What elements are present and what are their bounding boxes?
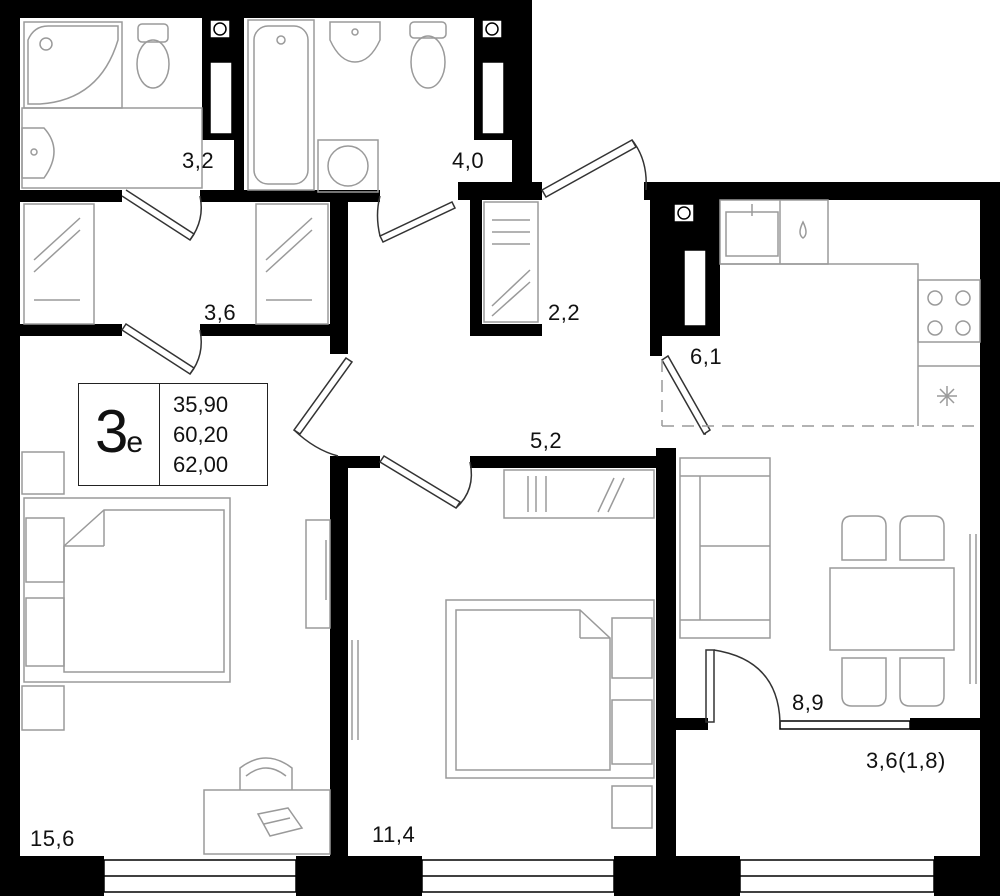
sink-icon — [21, 127, 55, 179]
toilet-icon — [136, 23, 170, 89]
dresser-icon — [305, 519, 331, 629]
wall-balcony-right — [910, 718, 980, 730]
wall-balcony-left — [676, 718, 708, 730]
wall-bedroom-mid-left — [330, 456, 348, 896]
wall-wardrobe-bottom-left — [0, 324, 122, 336]
wall-kitchen-right — [980, 182, 1000, 896]
room-area-bedroom-left: 15,6 — [30, 826, 75, 851]
wall-kitchen-top — [644, 182, 1000, 200]
wardrobe-mid-icon — [503, 469, 655, 519]
wall-kitchen-left — [650, 182, 662, 356]
desk-icon — [203, 757, 331, 855]
wall-left-outer — [0, 0, 20, 896]
bath-toilet-icon — [409, 21, 447, 89]
wall-bottom-3 — [614, 856, 740, 896]
kitchen-sink-icon — [719, 199, 829, 265]
wardrobe-icon — [23, 203, 329, 325]
room-area-living: 8,9 — [792, 690, 825, 715]
apartment-info-box: 3е 35,90 60,20 62,00 — [78, 383, 268, 486]
wall-closet-bottom — [470, 324, 542, 336]
stove-icon — [917, 279, 981, 343]
bed-left-icon — [21, 451, 231, 731]
sofa-icon — [679, 457, 771, 639]
wall-wardrobe-bottom-right — [200, 324, 348, 336]
room-area-bedroom-middle: 11,4 — [372, 822, 416, 847]
wall-bottom-2 — [296, 856, 422, 896]
wall-bath-bottom-left — [0, 190, 122, 202]
wall-right-bath — [512, 0, 532, 190]
wall-bedroom-mid-right — [656, 448, 676, 896]
closet-shelves-icon — [483, 201, 539, 323]
apartment-code-number: 3 — [94, 398, 128, 465]
room-area-wc: 3,2 — [182, 148, 215, 173]
room-area-kitchen: 6,1 — [690, 344, 723, 369]
apartment-code-letter: е — [126, 426, 144, 459]
mirror-icon — [351, 640, 359, 740]
windows — [103, 720, 935, 893]
wall-bottom-1 — [0, 856, 104, 896]
balcony-door — [779, 720, 911, 730]
apartment-code: 3е — [79, 402, 159, 462]
bath-sink-icon — [329, 21, 381, 63]
area-total-with-balcony: 62,00 — [173, 452, 229, 477]
room-area-balcony: 3,6(1,8) — [866, 748, 946, 773]
wall-bottom-4 — [934, 856, 1000, 896]
washing-machine-icon — [317, 139, 379, 193]
bed-middle-icon — [445, 599, 655, 829]
apartment-areas: 35,90 60,20 62,00 — [173, 390, 228, 480]
area-living: 35,90 — [173, 392, 229, 417]
shower-icon — [23, 21, 123, 109]
room-area-closet: 2,2 — [548, 300, 581, 325]
furniture — [21, 19, 981, 855]
room-area-bathroom: 4,0 — [452, 148, 485, 173]
bathtub-icon — [247, 19, 315, 191]
wall-wardrobe-right — [330, 190, 348, 354]
kitchen-counter — [720, 263, 919, 426]
room-area-hall: 5,2 — [530, 428, 563, 453]
shaft-details — [209, 19, 707, 327]
wall-top-bath — [0, 0, 532, 18]
fan-icon — [937, 386, 957, 406]
doors — [120, 138, 781, 723]
wall-hall-bottom-left — [348, 456, 380, 468]
room-area-wardrobe: 3,6 — [204, 300, 237, 325]
dining-table-icon — [829, 515, 977, 707]
wall-closet-left — [470, 192, 482, 336]
wall-hall-bottom-right — [470, 456, 662, 468]
area-total: 60,20 — [173, 422, 229, 447]
info-divider — [159, 384, 160, 485]
